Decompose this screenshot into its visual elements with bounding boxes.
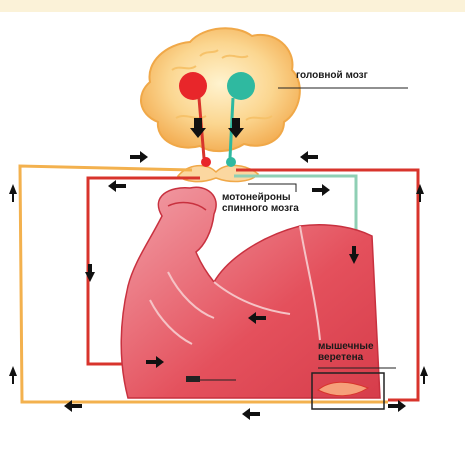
brain-red-nucleus [179, 72, 207, 100]
motor-end-plate [186, 376, 200, 382]
motoneurons-label: мотонейроны спинного мозга [222, 192, 299, 214]
spindles-label-line2: веретена [318, 352, 374, 363]
arm-shape [121, 187, 380, 398]
arrow-right-bottom-right [388, 400, 406, 412]
motoneurons-label-line1: мотонейроны [222, 192, 299, 203]
gamma-motoneuron [226, 157, 236, 167]
arrow-up-right-bottom [420, 366, 428, 384]
spindles-label: мышечные веретена [318, 341, 374, 363]
spindles-label-line1: мышечные [318, 341, 374, 352]
motoneurons-label-line2: спинного мозга [222, 203, 299, 214]
motoneuron-leader-line [248, 184, 296, 192]
arrow-left-bottom-mid [242, 408, 260, 420]
arrow-left-inner-top [108, 180, 126, 192]
brain-green-nucleus [227, 72, 255, 100]
brain-shape [141, 28, 300, 151]
alpha-motoneuron [201, 157, 211, 167]
brain-label: головной мозг [296, 70, 368, 81]
arrow-left-top-right [300, 151, 318, 163]
arrow-right-top-left [130, 151, 148, 163]
arrow-up-left-bottom [9, 366, 17, 384]
brain [141, 28, 300, 151]
arrow-right-green-top [312, 184, 330, 196]
arm [121, 187, 380, 398]
arrow-up-left-outer [9, 184, 17, 202]
